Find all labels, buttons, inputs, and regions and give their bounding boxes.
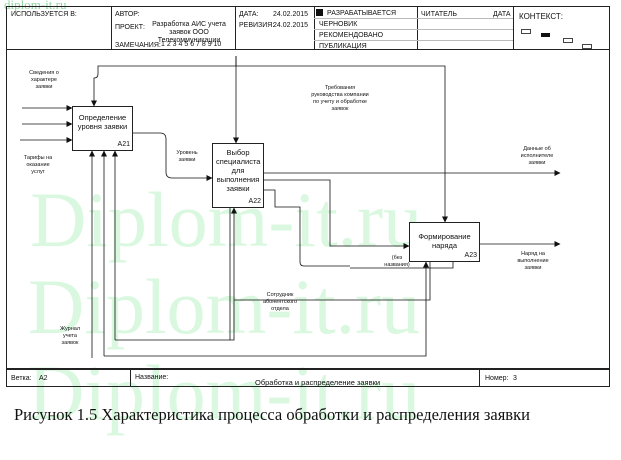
status-publication: ПУБЛИКАЦИЯ	[319, 43, 367, 50]
idef0-footer: Ветка: A2 Название: Обработка и распреде…	[6, 369, 610, 387]
reader-label: ЧИТАТЕЛЬ	[421, 11, 457, 18]
activity-title: Выбор специалиста для выполнения заявки	[216, 148, 261, 193]
arrow-label-staff: Сотрудник абонентского отдела	[262, 292, 298, 312]
status-marker-filled	[316, 9, 323, 16]
arrow-label-journal: Журнал учета заявок	[59, 326, 81, 346]
activity-number: A22	[248, 198, 261, 205]
project-text: Разработка АИС учета заявок ООО Телекомм…	[152, 21, 226, 44]
arrow-label-executor-data: Данные об исполнителе заявки	[520, 146, 554, 166]
diagram-frame	[6, 50, 610, 369]
project-label: ПРОЕКТ:	[115, 24, 145, 31]
activity-number: A21	[117, 141, 130, 148]
status-draft: ЧЕРНОВИК	[319, 21, 358, 28]
activity-title: Формирование наряда	[418, 232, 471, 250]
context-node-current	[541, 33, 550, 37]
arrow-label-no-name: (без названия)	[384, 255, 410, 268]
date-label: ДАТА:	[239, 11, 259, 18]
diagram-title: Обработка и распределение заявки	[255, 378, 381, 387]
notes-value: 1 2 3 4 5 6 7 8 9 10	[161, 41, 222, 48]
activity-box-a21[interactable]: Определение уровня заявки A21	[72, 106, 133, 151]
figure-caption: Рисунок 1.5 Характеристика процесса обра…	[14, 405, 530, 424]
idef0-header: ИСПОЛЬЗУЕТСЯ В: АВТОР: ПРОЕКТ: Разработк…	[6, 6, 610, 50]
used-at-label: ИСПОЛЬЗУЕТСЯ В:	[11, 11, 77, 18]
activity-title: Определение уровня заявки	[77, 113, 128, 131]
revision-value: 24.02.2015	[273, 22, 309, 29]
revision-label: РЕВИЗИЯ:	[239, 22, 275, 29]
activity-box-a23[interactable]: Формирование наряда A23	[409, 222, 480, 262]
context-node-box	[563, 38, 573, 43]
date-value: 24.02.2015	[273, 11, 309, 18]
arrow-label-tariffs: Тарифы на оказание услуг	[23, 155, 53, 175]
activity-box-a22[interactable]: Выбор специалиста для выполнения заявки …	[212, 143, 264, 208]
arrow-label-management-requirements: Требования руководства компании по учету…	[311, 85, 369, 112]
node-value: A2	[39, 375, 48, 382]
status-recommended: РЕКОМЕНДОВАНО	[319, 32, 384, 39]
activity-number: A23	[464, 252, 477, 259]
context-node-box	[582, 44, 592, 49]
context-label: КОНТЕКСТ:	[519, 12, 563, 21]
notes-label: ЗАМЕЧАНИЯ:	[115, 42, 161, 49]
context-node-box	[521, 29, 531, 34]
number-label: Номер:	[485, 375, 509, 382]
arrow-label-order-output: Наряд на выполнение заявки	[517, 251, 549, 271]
node-label: Ветка:	[11, 375, 32, 382]
status-developing: РАЗРАБАТЫВАЕТСЯ	[327, 10, 397, 17]
reader-date-label: ДАТА	[493, 11, 511, 18]
arrow-label-client-info: Сведения о характере заявки	[29, 70, 59, 90]
arrow-label-level: Уровень заявки	[176, 150, 198, 163]
title-label: Название:	[135, 374, 169, 381]
number-value: 3	[513, 375, 517, 382]
author-label: АВТОР:	[115, 11, 140, 18]
